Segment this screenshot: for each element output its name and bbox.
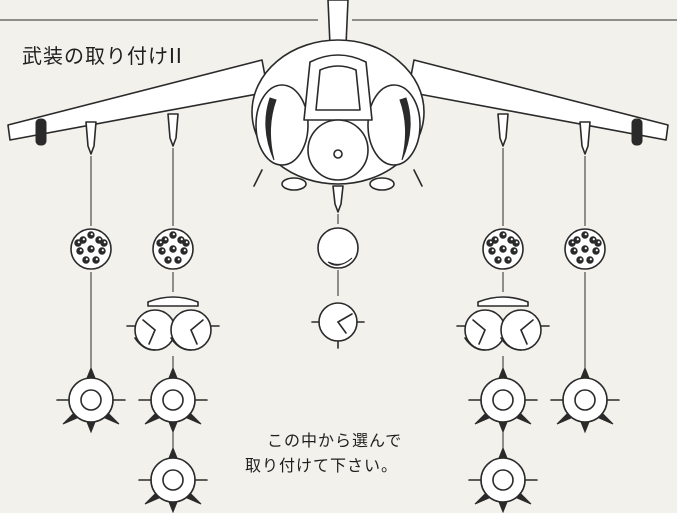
- rocket-pod: [152, 228, 194, 270]
- instructions-line-2: 取り付けて下さい。: [245, 456, 399, 475]
- spiked-mine: [138, 366, 208, 434]
- twin-bomb: [126, 296, 220, 351]
- spiked-mine: [56, 366, 126, 434]
- spiked-mine: [138, 446, 208, 513]
- page-title: 武装の取り付けII: [22, 44, 183, 68]
- spiked-mine: [550, 366, 620, 434]
- bomb-icon: [311, 227, 365, 349]
- rocket-pod-icon: [70, 228, 606, 270]
- twin-bomb-icon: [126, 296, 550, 351]
- connector-lines: [90, 148, 586, 452]
- twin-bomb: [456, 296, 550, 351]
- spiked-mine: [468, 366, 538, 434]
- rocket-pod: [482, 228, 524, 270]
- aircraft-front-icon: [7, 0, 669, 213]
- instructions-text: この中から選んで 取り付けて下さい。: [245, 428, 402, 478]
- instructions-line-1: この中から選んで: [267, 431, 403, 450]
- spiked-mine-icon: [56, 366, 620, 513]
- rocket-pod: [564, 228, 606, 270]
- spiked-mine: [468, 446, 538, 513]
- rocket-pod: [70, 228, 112, 270]
